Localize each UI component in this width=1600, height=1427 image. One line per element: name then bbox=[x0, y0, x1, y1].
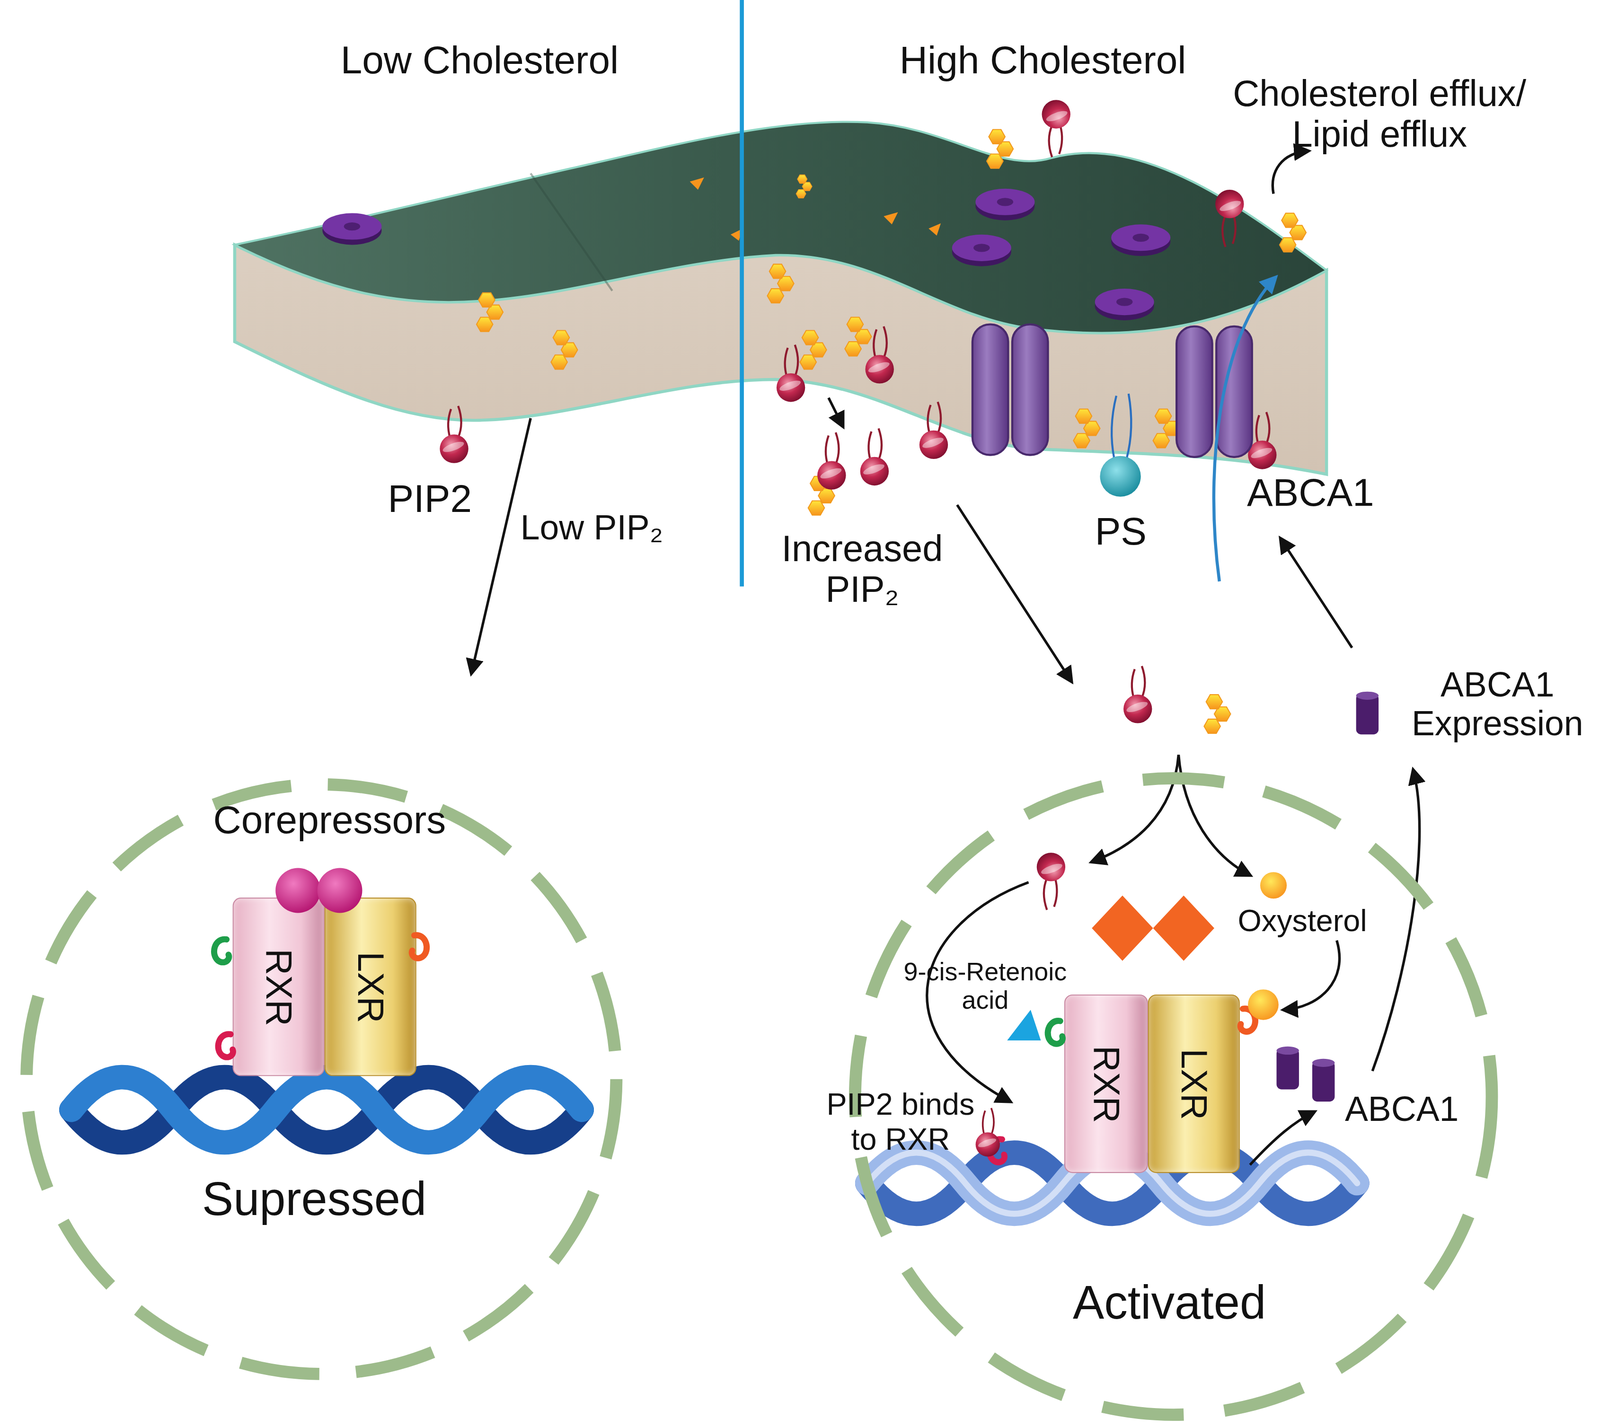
efflux-arrow bbox=[1213, 277, 1276, 582]
section-heading: High Cholesterol bbox=[859, 38, 1227, 83]
pathway-arrow bbox=[1091, 754, 1179, 862]
oxysterol bbox=[1247, 989, 1279, 1021]
dna-helix bbox=[71, 1077, 582, 1143]
molecule-label: PS bbox=[1095, 510, 1147, 554]
lipid-tail bbox=[1111, 393, 1132, 460]
pip2-lipid bbox=[1036, 852, 1066, 911]
pip2-lipid bbox=[1215, 189, 1244, 248]
membrane-surface bbox=[234, 122, 1327, 334]
membrane-protein-disc bbox=[1095, 288, 1155, 321]
cholesterol-icon bbox=[550, 330, 578, 370]
sterol-fragment bbox=[689, 177, 705, 190]
pip2-lipid bbox=[817, 432, 846, 490]
pathway-arrow bbox=[1280, 538, 1353, 648]
cholesterol-icon bbox=[1073, 408, 1100, 448]
divider-line bbox=[739, 0, 744, 587]
retinoic-acid bbox=[1007, 1009, 1041, 1041]
pathway-arrow bbox=[1372, 770, 1420, 1072]
pip2-lipid bbox=[865, 326, 894, 384]
pip2-lipid bbox=[975, 1108, 1000, 1158]
receptor-label: LXR bbox=[349, 951, 391, 1023]
abca1-protein-icon bbox=[1312, 1059, 1335, 1103]
oxysterol bbox=[1260, 872, 1287, 899]
coactivator-hook bbox=[1240, 1008, 1256, 1033]
receptor-label: RXR bbox=[257, 948, 300, 1026]
cholesterol-icon bbox=[1203, 694, 1231, 734]
ligand-diamond bbox=[1153, 895, 1215, 962]
rxr-receptor: RXR bbox=[232, 897, 325, 1077]
receptor-label: LXR bbox=[1173, 1048, 1215, 1120]
lipid-head bbox=[1099, 456, 1141, 497]
dna-strand bbox=[71, 1077, 582, 1143]
pip2-lipid bbox=[919, 401, 948, 460]
pathway-arrow bbox=[828, 397, 843, 427]
molecule-label: Corepressors bbox=[176, 798, 483, 843]
nucleus-outline bbox=[20, 778, 623, 1381]
pip2-lipid bbox=[776, 344, 805, 403]
sterol-fragment bbox=[883, 212, 898, 225]
nucleus-state-label: Activated bbox=[1016, 1277, 1323, 1330]
corepressor bbox=[317, 868, 363, 914]
molecule-label: ABCA1 bbox=[1344, 1089, 1459, 1129]
process-label: ABCA1 Expression bbox=[1397, 665, 1597, 743]
coactivator-hook bbox=[989, 1139, 1005, 1163]
receptor-label: RXR bbox=[1085, 1045, 1127, 1123]
cholesterol-icon bbox=[795, 175, 813, 199]
sterol-fragment bbox=[928, 223, 941, 236]
pip2-lipid bbox=[1123, 666, 1152, 724]
membrane-protein-disc bbox=[322, 213, 382, 246]
cholesterol-icon bbox=[986, 129, 1014, 169]
pip2-lipid bbox=[860, 428, 889, 486]
section-heading: Low Cholesterol bbox=[295, 38, 663, 83]
cholesterol-icon bbox=[476, 292, 504, 332]
pip2-lipid bbox=[1042, 99, 1071, 158]
coactivator-hook bbox=[1047, 1021, 1063, 1045]
molecule-label: PIP2 bbox=[387, 477, 472, 522]
cholesterol-icon bbox=[844, 317, 872, 356]
membrane-protein-disc bbox=[975, 188, 1035, 221]
abca1-protein-icon bbox=[1356, 691, 1379, 735]
ligand-diamond bbox=[1091, 895, 1153, 962]
lxr-receptor: LXR bbox=[324, 897, 417, 1077]
lxr-receptor: LXR bbox=[1148, 994, 1240, 1174]
molecule-label: Oxysterol bbox=[1237, 903, 1368, 938]
abca1-protein-icon bbox=[1276, 1046, 1299, 1090]
molecule-label: ABCA1 bbox=[1246, 471, 1375, 515]
dna-strand bbox=[71, 1077, 582, 1143]
corepressor bbox=[275, 868, 321, 914]
pathway-arrow bbox=[1272, 150, 1309, 195]
membrane-protein-disc bbox=[952, 234, 1012, 267]
cell-nucleus: Supressed RXR LXR bbox=[20, 778, 623, 1381]
cholesterol-icon bbox=[800, 330, 827, 370]
surface-fold bbox=[530, 173, 613, 291]
coactivator-hook bbox=[218, 1034, 233, 1058]
coactivator-hook bbox=[411, 935, 427, 959]
nucleus-state-label: Supressed bbox=[161, 1173, 468, 1226]
arrow-label: Low PIP₂ bbox=[520, 508, 664, 548]
abca1-channel bbox=[972, 324, 1049, 456]
cholesterol-icon bbox=[767, 264, 795, 303]
cell-membrane bbox=[234, 122, 1327, 475]
cholesterol-icon bbox=[1279, 213, 1307, 253]
molecule-label: 9-cis-Retenoic acid bbox=[895, 956, 1075, 1015]
pathway-arrow bbox=[957, 504, 1072, 682]
phosphatidylserine bbox=[1099, 393, 1141, 497]
pip2-lipid bbox=[439, 406, 469, 464]
nuclear-envelope bbox=[26, 784, 617, 1375]
process-label: PIP2 binds to RXR bbox=[811, 1087, 990, 1157]
abca1-channel bbox=[1176, 326, 1253, 458]
process-label: Cholesterol efflux/ Lipid efflux bbox=[1221, 73, 1538, 156]
pathway-arrow bbox=[1249, 1112, 1315, 1166]
membrane-protein-disc bbox=[1111, 224, 1171, 257]
arrow-label: Increased PIP₂ bbox=[755, 528, 970, 611]
pathway-arrow bbox=[1283, 940, 1340, 1011]
rxr-receptor: RXR bbox=[1064, 994, 1149, 1174]
coactivator-hook bbox=[213, 939, 229, 963]
